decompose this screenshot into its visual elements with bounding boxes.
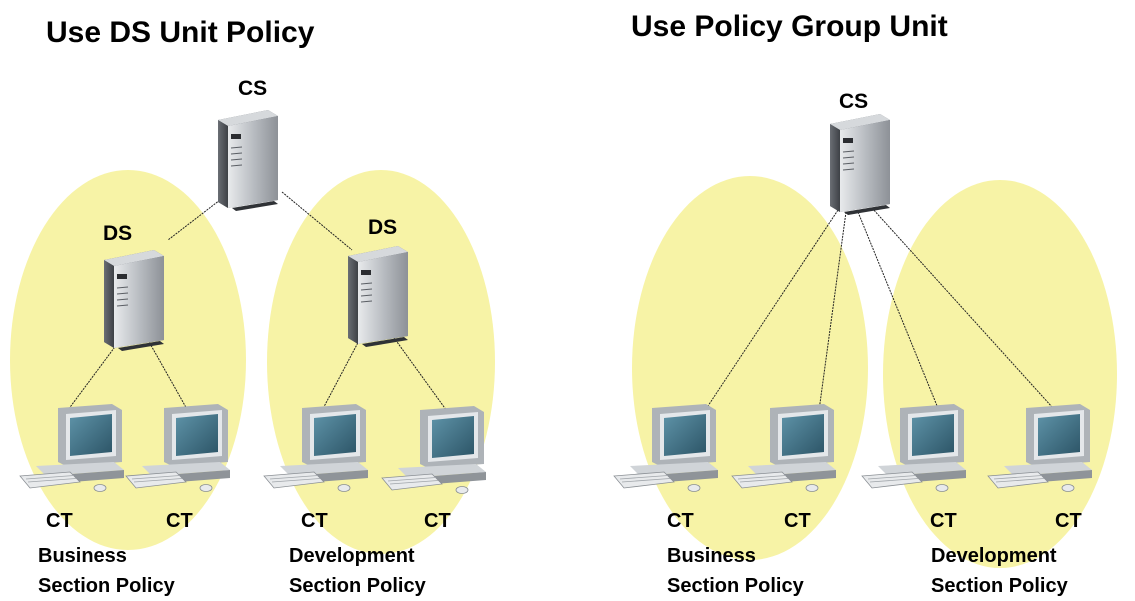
ct-label: CT xyxy=(301,510,328,532)
policy-label-line2: Section Policy xyxy=(289,575,427,597)
diagram-policy-group-unit: Use Policy Group Unit CS CT CT CT CT Bus… xyxy=(613,10,1117,597)
ct-label: CT xyxy=(166,510,193,532)
policy-label-line1: Development xyxy=(931,545,1057,567)
policy-label-line2: Section Policy xyxy=(38,575,176,597)
ct-label: CT xyxy=(667,510,694,532)
cs-label: CS xyxy=(238,77,267,100)
ct-label: CT xyxy=(784,510,811,532)
ds-label: DS xyxy=(368,216,397,239)
connection-lines xyxy=(61,191,453,419)
policy-zone-development xyxy=(883,180,1117,568)
policy-label-line2: Section Policy xyxy=(931,575,1069,597)
server-icon xyxy=(217,109,279,212)
policy-label-line1: Business xyxy=(38,545,127,567)
connection-lines xyxy=(699,207,1063,419)
ct-label: CT xyxy=(424,510,451,532)
ds-label: DS xyxy=(103,222,132,245)
ct-label: CT xyxy=(930,510,957,532)
diagram-title: Use DS Unit Policy xyxy=(46,16,315,49)
policy-zone-business xyxy=(632,176,868,560)
server-icon xyxy=(829,113,891,216)
ct-label: CT xyxy=(1055,510,1082,532)
policy-label-line1: Development xyxy=(289,545,415,567)
diagram-ds-unit-policy: Use DS Unit Policy CS DS DS CT CT CT CT … xyxy=(10,16,495,597)
policy-label-line1: Business xyxy=(667,545,756,567)
server-icon xyxy=(347,245,409,348)
server-icon xyxy=(103,249,165,352)
policy-label-line2: Section Policy xyxy=(667,575,805,597)
cs-label: CS xyxy=(839,90,868,113)
diagram-title: Use Policy Group Unit xyxy=(631,10,948,43)
ct-label: CT xyxy=(46,510,73,532)
computer-icon xyxy=(861,403,967,492)
computer-icon xyxy=(613,403,719,492)
